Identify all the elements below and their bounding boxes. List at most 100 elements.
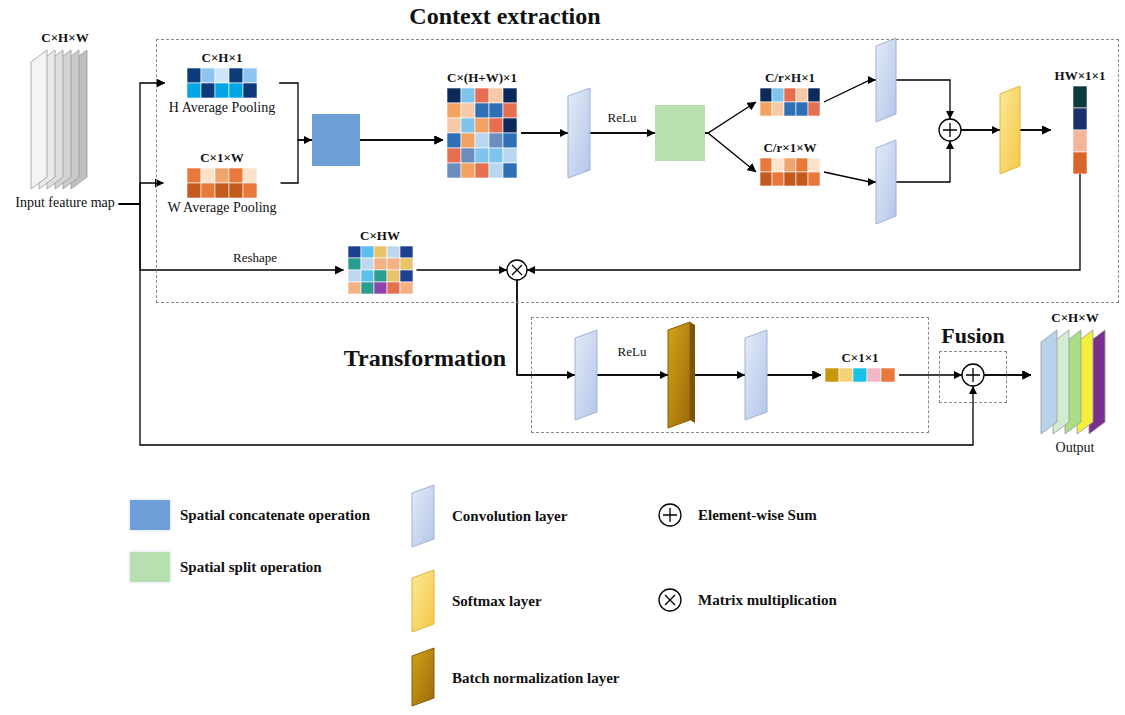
sum-symbol — [939, 119, 961, 141]
matrix-cell — [489, 118, 503, 133]
context-extraction-region: Context extractionC×H×1H Average Pooling… — [157, 40, 1118, 302]
matrix-cell — [796, 172, 808, 186]
flow-connector — [281, 140, 443, 183]
matrix-cell — [374, 258, 387, 270]
matrix-cell — [243, 83, 257, 98]
matrix-cell — [215, 83, 229, 98]
legend-softmax-sample — [412, 570, 434, 632]
matrix-cell — [187, 83, 201, 98]
feature-map-picture — [1035, 328, 1115, 438]
legend-matmul-sample — [659, 589, 681, 611]
dimension-label: C×H×1 — [202, 50, 243, 66]
attention-vector: HW×1×1 — [1051, 68, 1110, 174]
legend-sum-sample — [663, 508, 677, 522]
matrix-cell — [447, 118, 461, 133]
matrix-cell — [503, 163, 517, 178]
matrix-cell — [447, 103, 461, 118]
arrowhead — [560, 129, 568, 137]
matrix-cell — [475, 163, 489, 178]
input-feature-map: C×H×WInput feature map — [11, 30, 119, 211]
arrowhead — [946, 111, 954, 119]
batchnorm-layer — [668, 322, 690, 428]
matrix-cell — [243, 168, 257, 183]
matrix-cell — [201, 183, 215, 198]
matrix-cell — [475, 118, 489, 133]
matrix-cell — [760, 158, 772, 172]
matrix-cell — [772, 172, 784, 186]
matrix-cell — [361, 282, 374, 294]
matrix-picture — [187, 168, 257, 198]
feature-map-picture — [25, 48, 105, 193]
matrix-cell — [461, 118, 475, 133]
matrix-cell — [839, 368, 853, 382]
matrix-cell — [784, 158, 796, 172]
legend-text: Softmax layer — [452, 592, 542, 610]
matrix-cell — [503, 148, 517, 163]
matrix-cell — [447, 148, 461, 163]
dimension-label: C/r×1×W — [763, 140, 816, 156]
matrix-cell — [853, 368, 867, 382]
arrowhead — [499, 266, 507, 274]
legend-text: Batch normalization layer — [452, 669, 619, 687]
matrix-cell — [447, 133, 461, 148]
conv-layer — [745, 330, 767, 420]
matrix-cell — [461, 103, 475, 118]
matrix-cell — [361, 246, 374, 258]
matrix-cell — [772, 158, 784, 172]
matrix-cell — [489, 163, 503, 178]
matrix-cell — [489, 103, 503, 118]
concat-matrix: C×(H+W)×1 — [443, 70, 521, 178]
matrix-cell — [243, 183, 257, 198]
matrix-cell — [461, 148, 475, 163]
matrix-cell — [760, 88, 772, 102]
matrix-cell — [348, 270, 361, 282]
matrix-cell — [187, 68, 201, 83]
matrix-cell — [808, 172, 820, 186]
matrix-cell — [215, 168, 229, 183]
legend-conv-sample — [412, 485, 434, 547]
matrix-cell — [808, 158, 820, 172]
legend-swatch — [130, 500, 170, 530]
softmax-layer — [1000, 86, 1020, 174]
activation-label: ReLu — [616, 344, 649, 359]
matrix-picture — [760, 88, 820, 116]
matrix-cell — [503, 133, 517, 148]
matrix-cell — [461, 163, 475, 178]
conv-layer — [876, 38, 896, 122]
split-matrix: C/r×1×W — [756, 140, 824, 186]
matrix-cell — [808, 102, 820, 116]
fusion-region: Fusion — [940, 352, 1006, 402]
matrix-cell — [881, 368, 895, 382]
matrix-cell — [374, 282, 387, 294]
arrowhead — [868, 76, 876, 84]
matrix-picture — [760, 158, 820, 186]
matrix-cell — [374, 246, 387, 258]
matrix-cell — [489, 88, 503, 103]
matrix-cell — [229, 168, 243, 183]
arrowhead — [527, 266, 535, 274]
dimension-label: HW×1×1 — [1055, 68, 1106, 84]
edge-label: Reshape — [231, 250, 279, 265]
matrix-cell — [475, 103, 489, 118]
matrix-cell — [215, 183, 229, 198]
matrix-cell — [796, 158, 808, 172]
matrix-cell — [400, 246, 413, 258]
matrix-cell — [447, 88, 461, 103]
region-heading: Transformation — [344, 344, 506, 372]
matrix-cell — [243, 68, 257, 83]
matrix-cell — [784, 88, 796, 102]
matrix-cell — [475, 133, 489, 148]
channel-vector: C×1×1 — [821, 350, 899, 382]
matrix-cell — [503, 103, 517, 118]
flow-connector — [119, 204, 1031, 445]
matrix-cell — [400, 258, 413, 270]
flow-connector — [279, 83, 443, 140]
matrix-cell — [867, 368, 881, 382]
matrix-cell — [760, 102, 772, 116]
matrix-cell — [461, 88, 475, 103]
matrix-cell — [229, 68, 243, 83]
legend-swatch — [130, 552, 170, 582]
